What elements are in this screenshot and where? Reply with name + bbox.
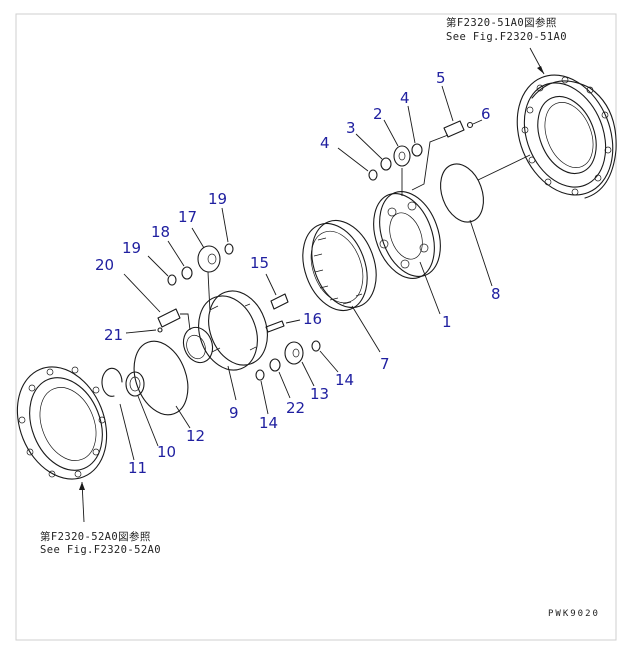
shaft-15: [265, 273, 289, 310]
callout-16: 16: [303, 310, 322, 328]
reference-bottom-jp: 第F2320-52A0図参照: [40, 530, 151, 543]
pin-21: [125, 327, 163, 334]
washer-4a: [337, 147, 378, 181]
callout-21: 21: [104, 326, 123, 344]
callout-22: 22: [286, 399, 305, 417]
washer-3: [355, 133, 392, 171]
callout-14b: 14: [335, 371, 354, 389]
shaft-20: [123, 273, 191, 331]
washer-4b: [407, 105, 423, 157]
drawing-code: PWK9020: [548, 609, 600, 619]
callout-13: 13: [310, 385, 329, 403]
callout-20: 20: [95, 256, 114, 274]
callout-17: 17: [178, 208, 197, 226]
washer-14b: [311, 340, 339, 373]
washer-14a: [255, 369, 269, 415]
callouts: 1 2 3 4 4 5 6 7 8 9 10 11 12 13 14 14 16…: [95, 69, 501, 477]
shaft-5: [411, 85, 465, 191]
reference-top-jp: 第F2320-51A0図参照: [446, 16, 557, 29]
callout-4a: 4: [320, 134, 330, 152]
planet-gear-2: [383, 119, 411, 167]
washer-22: [269, 358, 291, 399]
planet-gear-17: [191, 227, 221, 313]
washer-19a: [147, 255, 177, 286]
pin-16: [265, 319, 301, 333]
callout-18: 18: [151, 223, 170, 241]
reference-top-en: See Fig.F2320-51A0: [446, 31, 567, 43]
reference-bottom-en: See Fig.F2320-52A0: [40, 544, 161, 556]
callout-15: 15: [250, 254, 269, 272]
reference-arrow-top: [529, 47, 545, 75]
washer-18: [167, 240, 193, 280]
housing-upper-right: [516, 74, 617, 199]
diagram-frame: [15, 13, 617, 641]
callout-1: 1: [442, 313, 452, 331]
callout-10: 10: [157, 443, 176, 461]
callout-19b: 19: [208, 190, 227, 208]
callout-2: 2: [373, 105, 383, 123]
callout-4b: 4: [400, 89, 410, 107]
callout-7: 7: [380, 355, 390, 373]
gasket-12: [133, 340, 191, 429]
o-ring-8: [440, 154, 531, 287]
ring-gear-7: [302, 219, 381, 353]
bearing-10: [125, 371, 159, 447]
reference-arrow-bottom: [79, 481, 85, 523]
pin-6: [466, 119, 483, 129]
callout-19a: 19: [122, 239, 141, 257]
callout-14a: 14: [259, 414, 278, 432]
callout-5: 5: [436, 69, 446, 87]
housing-lower-left: [16, 366, 108, 480]
callout-3: 3: [346, 119, 356, 137]
carrier-1: [373, 191, 441, 315]
snap-ring-11: [101, 367, 135, 461]
callout-11: 11: [128, 459, 147, 477]
reference-note-top: 第F2320-51A0図参照 See Fig.F2320-51A0: [446, 16, 567, 43]
carrier-assembly-9: [182, 290, 268, 401]
callout-6: 6: [481, 105, 491, 123]
callout-8: 8: [491, 285, 501, 303]
callout-12: 12: [186, 427, 205, 445]
reference-note-bottom: 第F2320-52A0図参照 See Fig.F2320-52A0: [40, 530, 161, 556]
planet-gear-13: [284, 341, 315, 387]
washer-19b: [221, 207, 234, 255]
callout-9: 9: [229, 404, 239, 422]
